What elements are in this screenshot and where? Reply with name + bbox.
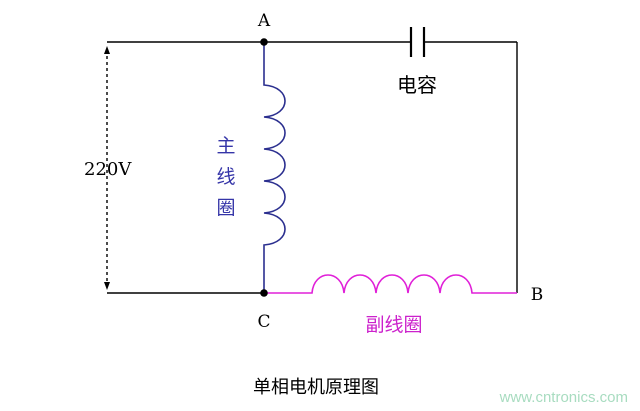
main-coil-label-3: 圈 [216, 197, 235, 219]
main-coil-label-1: 主 [216, 135, 235, 157]
node-label-b: B [531, 285, 544, 305]
watermark-text: www.cntronics.com [499, 389, 628, 406]
junction-a [260, 38, 268, 46]
diagram-caption: 单相电机原理图 [253, 377, 379, 398]
junction-c [260, 289, 268, 297]
capacitor-symbol [409, 27, 426, 57]
aux-coil [264, 274, 517, 294]
voltage-label: 220V [84, 159, 132, 180]
capacitor-label: 电容 [397, 73, 437, 97]
node-label-c: C [257, 312, 270, 332]
main-coil-label-2: 线 [216, 166, 235, 188]
wires [107, 41, 518, 294]
aux-coil-label: 副线圈 [365, 314, 422, 336]
node-label-a: A [257, 11, 271, 31]
main-coil [263, 42, 286, 293]
